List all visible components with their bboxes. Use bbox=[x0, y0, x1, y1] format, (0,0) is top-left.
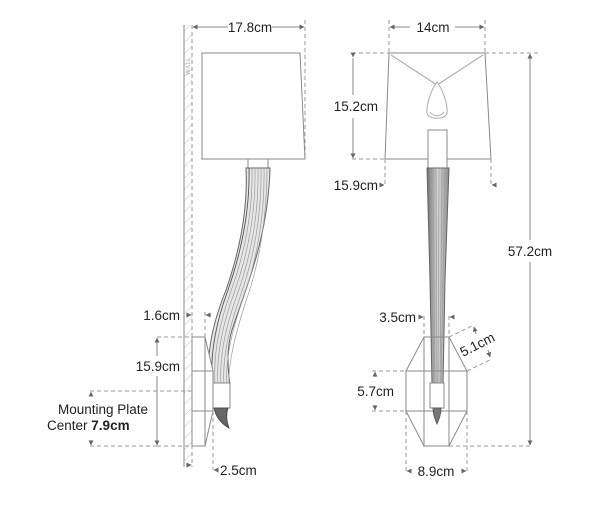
candle-sleeve bbox=[427, 129, 448, 171]
candle-bulb bbox=[426, 81, 448, 119]
dim-backplate-offset: 1.6cm bbox=[143, 308, 211, 337]
plate-facet-label: 5.1cm bbox=[458, 330, 498, 360]
side-finial bbox=[213, 407, 230, 429]
dim-shade-bottom-width: 15.9cm bbox=[334, 159, 497, 193]
front-arm bbox=[426, 167, 450, 386]
shade-width-label: 14cm bbox=[416, 20, 449, 35]
wall: WALL bbox=[183, 25, 193, 467]
shade-bottom-width-label: 15.9cm bbox=[334, 178, 378, 193]
dim-arm-width: 3.5cm bbox=[379, 310, 455, 337]
side-view: WALL 17.8cm bbox=[47, 20, 306, 478]
dim-shade-width: 14cm bbox=[388, 20, 486, 53]
dim-shade-height: 15.2cm bbox=[334, 52, 378, 159]
dim-backplate-depth: 2.5cm bbox=[186, 411, 257, 478]
side-neck bbox=[247, 158, 269, 169]
backplate-offset-label: 1.6cm bbox=[143, 308, 180, 323]
mounting-plate-label-line1: Mounting Plate bbox=[58, 402, 148, 417]
side-backplate bbox=[191, 336, 214, 447]
front-cup bbox=[429, 382, 445, 409]
plate-center-height-label: 5.7cm bbox=[357, 384, 394, 399]
dim-shade-depth: 17.8cm bbox=[192, 20, 306, 160]
dim-overall-height: 57.2cm bbox=[449, 53, 552, 447]
overall-height-label: 57.2cm bbox=[508, 244, 552, 259]
dim-backplate-height: 15.9cm bbox=[136, 336, 192, 447]
side-shade bbox=[201, 52, 306, 160]
mounting-plate-center-prefix: Center bbox=[47, 418, 88, 433]
dim-mounting-plate-center: Mounting Plate Center 7.9cm bbox=[47, 390, 192, 447]
wall-label: WALL bbox=[186, 57, 192, 75]
dim-plate-center-height: 5.7cm bbox=[357, 370, 406, 412]
mounting-plate-center-value: 7.9cm bbox=[91, 418, 129, 433]
shade-height-label: 15.2cm bbox=[334, 99, 378, 114]
front-view: 14cm 15.2cm 15.9cm bbox=[334, 20, 552, 479]
backplate-depth-label: 2.5cm bbox=[220, 463, 257, 478]
plate-width-label: 8.9cm bbox=[418, 464, 455, 479]
mounting-plate-label-line2: Center 7.9cm bbox=[47, 418, 130, 433]
bulb-detail bbox=[429, 111, 445, 117]
backplate-height-label: 15.9cm bbox=[136, 359, 180, 374]
shade-depth-label: 17.8cm bbox=[228, 20, 272, 35]
side-arm bbox=[207, 167, 271, 386]
side-cup bbox=[211, 382, 231, 409]
dim-plate-width: 8.9cm bbox=[405, 411, 468, 479]
arm-width-label: 3.5cm bbox=[379, 310, 416, 325]
front-finial bbox=[432, 407, 442, 426]
dim-plate-facet: 5.1cm bbox=[448, 324, 498, 372]
